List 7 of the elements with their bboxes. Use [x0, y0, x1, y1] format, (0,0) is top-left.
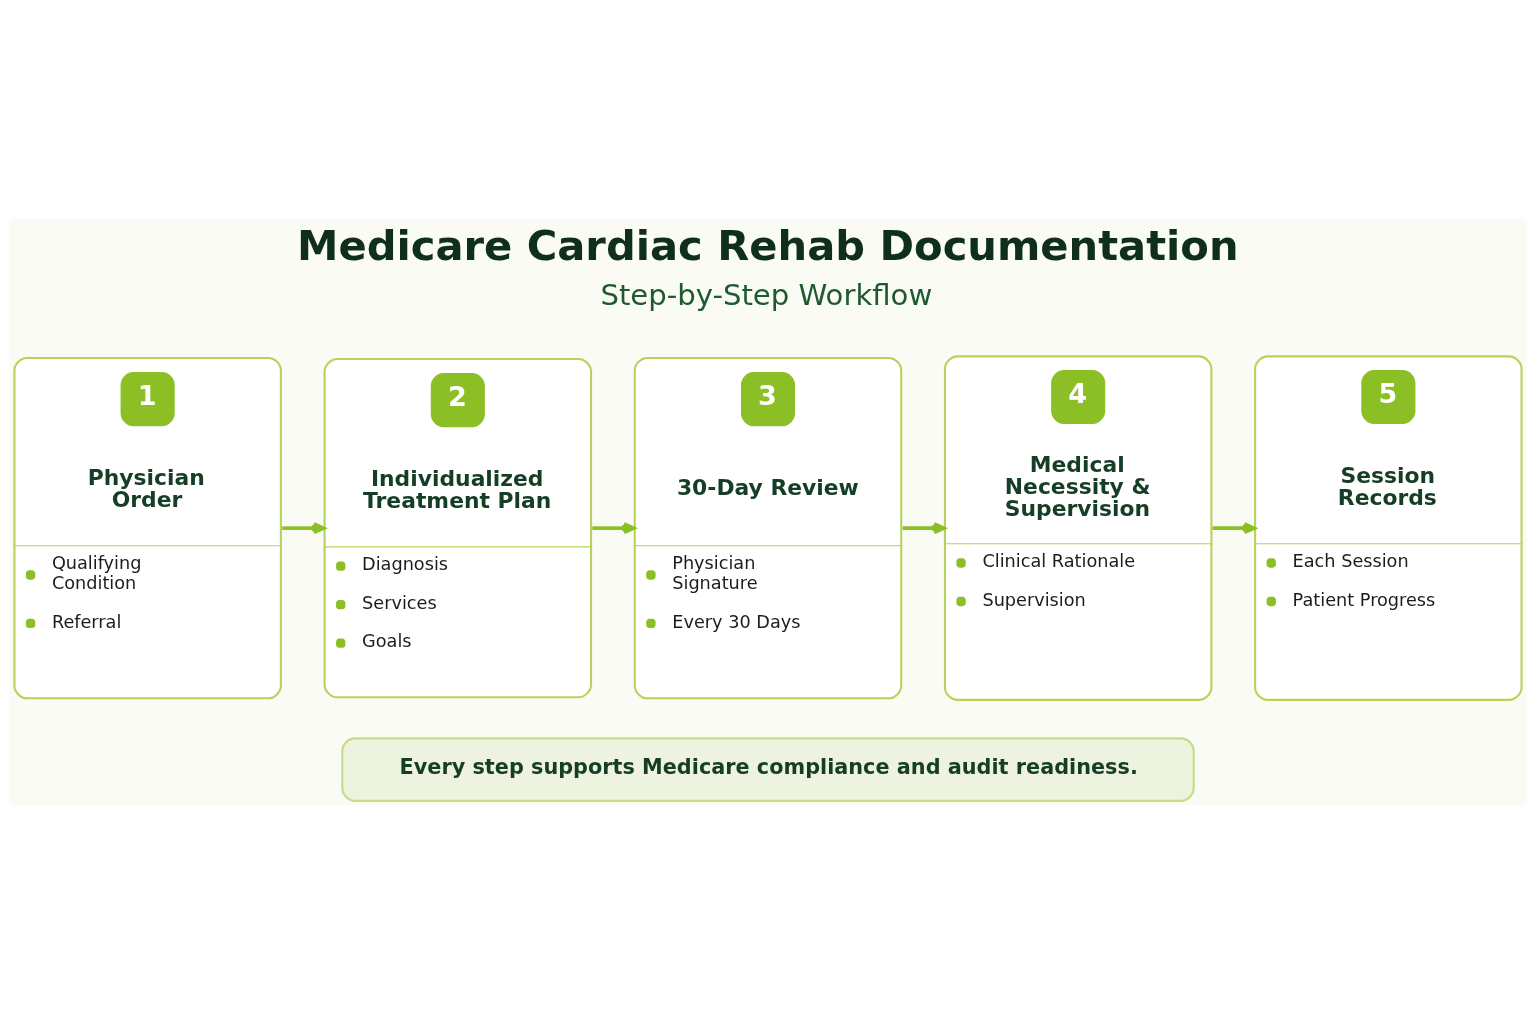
arrow: [902, 522, 946, 535]
arrow: [282, 522, 326, 535]
arrow: [592, 522, 636, 535]
label: Step-by-Step Workflow: [600, 277, 933, 312]
diagram-title: Medicare Cardiac Rehab Documentation: [297, 220, 1239, 270]
arrow: [1212, 522, 1256, 535]
node-box: Every step supports Medicare compliance and audit readiness.: [341, 737, 1195, 802]
